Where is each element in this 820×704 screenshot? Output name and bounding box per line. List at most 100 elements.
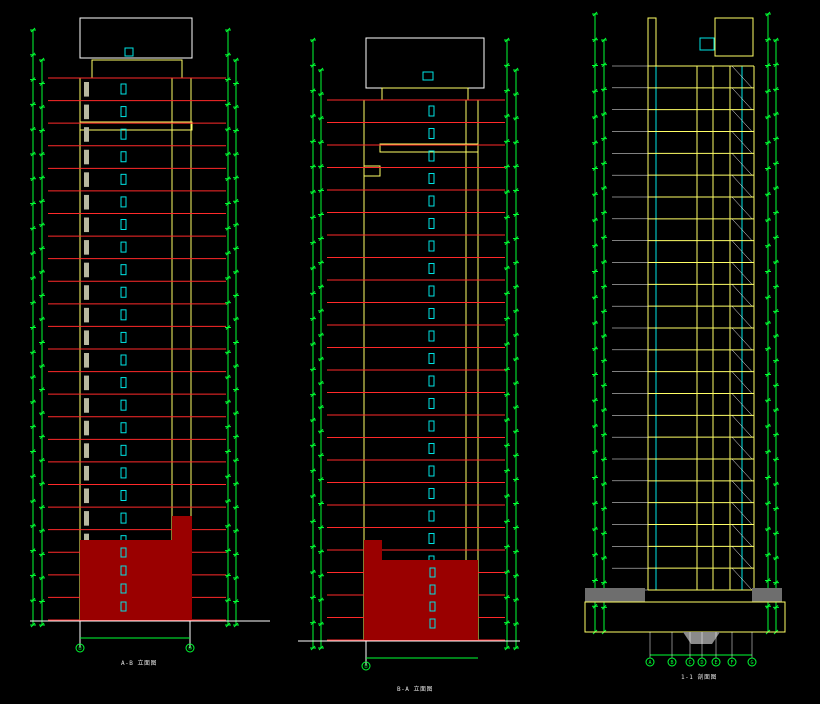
dim-b-left-outer-slash xyxy=(310,417,316,423)
window xyxy=(120,467,127,479)
dim-b-left-inner-slash xyxy=(318,332,324,338)
window xyxy=(428,443,435,454)
window xyxy=(120,512,127,524)
dim-b-left-outer-slash xyxy=(310,468,316,474)
side-strip xyxy=(84,398,89,413)
dim-s-left-inner-slash xyxy=(601,382,607,388)
dim-a-left-outer-slash xyxy=(30,225,36,231)
dim-b-right-inner-slash xyxy=(513,645,519,651)
elevation-b: ① xyxy=(298,37,520,671)
dim-s-right-inner-slash xyxy=(773,111,779,117)
dim-a-right-outer-slash xyxy=(225,424,231,430)
podium-window xyxy=(429,601,436,612)
dim-b-right-inner-slash xyxy=(513,260,519,266)
dim-s-left-inner-slash xyxy=(601,481,607,487)
dim-a-right-inner-slash xyxy=(233,575,239,581)
dim-b-left-outer-slash xyxy=(310,569,316,575)
dim-a-left-inner-slash xyxy=(39,622,45,628)
window xyxy=(428,330,435,342)
dim-s-right-outer-slash xyxy=(765,500,771,506)
dim-b-right-outer-slash xyxy=(504,442,510,448)
dim-s-right-inner-slash xyxy=(773,530,779,536)
dim-a-right-inner-slash xyxy=(233,387,239,392)
dim-s-left-inner-slash xyxy=(601,580,607,586)
axis-bubble-label: D xyxy=(700,660,703,666)
dim-b-right-outer-slash xyxy=(504,392,510,398)
dim-a-right-outer-slash xyxy=(225,523,231,529)
dim-b-left-inner-slash xyxy=(318,188,324,193)
dim-a-left-inner-slash xyxy=(39,387,45,392)
dim-b-right-outer-slash xyxy=(504,164,510,170)
axis-bubble-label: ⑩ xyxy=(188,646,193,652)
dim-b-right-outer-slash xyxy=(504,37,510,43)
dim-b-left-inner-slash xyxy=(318,139,324,145)
window xyxy=(428,263,435,274)
podium-window xyxy=(120,601,127,612)
dim-s-right-outer-slash xyxy=(765,449,771,455)
side-strip xyxy=(84,82,89,97)
dim-b-right-inner-slash xyxy=(513,501,519,506)
dim-a-left-outer-slash xyxy=(30,523,36,529)
dim-s-left-inner-slash xyxy=(601,136,607,142)
dim-b-left-inner-slash xyxy=(318,356,324,362)
window xyxy=(120,399,127,411)
dim-s-left-outer-slash xyxy=(592,526,598,532)
window xyxy=(120,309,127,321)
window xyxy=(428,510,435,522)
dim-a-right-inner-slash xyxy=(233,222,239,228)
dim-s-left-outer-slash xyxy=(592,603,598,609)
stair-flight xyxy=(731,131,753,154)
dim-s-right-outer-slash xyxy=(765,578,771,583)
podium-window xyxy=(429,618,436,629)
dim-s-left-inner-slash xyxy=(601,604,607,610)
dim-a-right-outer-slash xyxy=(225,325,231,330)
dim-a-left-inner-slash xyxy=(39,128,45,133)
dim-b-right-outer-slash xyxy=(504,594,510,600)
dim-b-right-inner-slash xyxy=(513,452,519,458)
dim-a-right-outer-slash xyxy=(225,449,231,454)
dim-s-left-outer-slash xyxy=(592,37,598,43)
dim-a-left-outer-slash xyxy=(30,151,36,157)
dim-a-right-inner-slash xyxy=(233,81,239,86)
dim-a-left-inner-slash xyxy=(39,316,45,322)
dim-s-right-inner-slash xyxy=(773,333,779,339)
side-strip xyxy=(84,330,89,345)
cornice-band xyxy=(79,121,193,131)
podium-window xyxy=(429,584,436,595)
roof-parapet xyxy=(91,59,183,79)
dim-s-right-inner-slash xyxy=(773,259,779,265)
podium xyxy=(364,560,478,640)
dim-b-left-outer-slash xyxy=(310,113,316,119)
dim-s-left-inner-slash xyxy=(601,358,607,364)
ledge xyxy=(363,165,381,177)
dim-b-left-outer-slash xyxy=(310,366,316,372)
axis-bubble xyxy=(667,657,677,667)
dim-a-left-outer-slash xyxy=(30,374,36,380)
dim-a-right-inner-slash xyxy=(233,504,239,510)
dim-b-left-inner-slash xyxy=(318,163,324,169)
dim-a-right-inner-slash xyxy=(233,410,239,416)
dim-a-right-outer-slash xyxy=(225,126,231,132)
dim-a-right-inner-slash xyxy=(233,57,239,63)
dim-b-left-outer-slash xyxy=(310,265,316,271)
dim-a-left-inner-slash xyxy=(39,528,45,534)
dim-a-left-outer-slash xyxy=(30,622,36,628)
dim-a-left-inner-slash xyxy=(39,363,45,369)
dim-b-left-inner-slash xyxy=(318,380,324,386)
window xyxy=(120,173,127,185)
dim-a-left-outer-slash xyxy=(30,52,36,58)
axis-bubble-label: C xyxy=(688,660,691,666)
window xyxy=(428,173,435,184)
dim-s-right-inner-slash xyxy=(773,481,779,487)
roof-machine-room xyxy=(714,17,754,57)
stair-flight xyxy=(731,65,753,89)
dim-s-left-outer-slash xyxy=(592,552,598,558)
dim-a-right-outer-slash xyxy=(225,151,231,157)
dim-s-left-outer-slash xyxy=(592,88,598,94)
dim-s-right-inner-slash xyxy=(773,234,779,240)
dim-b-left-outer-slash xyxy=(310,62,316,68)
dim-a-left-outer-slash xyxy=(30,176,36,182)
dim-s-right-outer-slash xyxy=(765,526,771,532)
dim-s-left-outer-slash xyxy=(592,114,598,120)
